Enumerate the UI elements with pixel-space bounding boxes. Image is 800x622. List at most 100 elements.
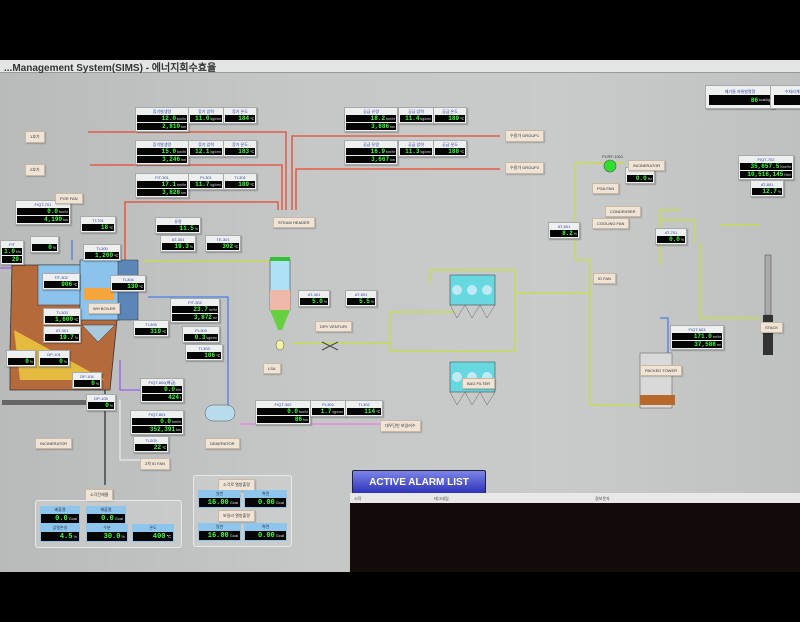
alarm-col-tagname[interactable]: 태그네임	[434, 496, 449, 501]
instrument-label: AT-701	[664, 230, 678, 235]
instrument-label: FIQT-702	[757, 157, 775, 162]
unit: ton	[63, 217, 68, 222]
alarm-col-start[interactable]: 시작	[354, 496, 362, 501]
instrument-label: 유량	[174, 219, 182, 224]
unit: kg/cm²	[206, 335, 218, 340]
unit: ton	[390, 157, 395, 162]
value-display: 0%	[88, 402, 114, 409]
instrument-label: AT-301	[171, 237, 185, 242]
value: 12.0	[161, 115, 177, 122]
value: 0.3	[194, 334, 206, 341]
instrument-label: PI-301	[200, 175, 212, 180]
value-display: 1,600℃	[45, 316, 79, 323]
unit: ton	[303, 417, 308, 422]
unit: t/hr	[175, 387, 181, 392]
instrument-readout-17[interactable]: 0%	[30, 236, 59, 253]
unit: ℃	[166, 534, 172, 539]
value-display: 22℃	[135, 444, 167, 451]
value: 3,886	[371, 123, 390, 130]
active-alarm-list-button[interactable]: ACTIVE ALARM LIST	[352, 470, 486, 494]
unit: m³	[212, 315, 217, 320]
value: 0.00	[257, 498, 275, 507]
steam-line-3	[124, 201, 279, 265]
value: 130	[127, 283, 139, 290]
value-display: 189℃	[225, 181, 255, 188]
value: 29	[11, 256, 20, 263]
unit: m³/hr	[712, 334, 721, 339]
unit: kg/cm²	[420, 116, 432, 121]
alarm-list[interactable]	[350, 503, 800, 572]
instrument-label: 공급 유량	[363, 109, 379, 114]
value: 171.0	[693, 333, 712, 340]
alarm-col-message[interactable]: 경보문자	[595, 496, 610, 501]
value: 16.00	[207, 498, 229, 507]
equipment-label-8: DRY VENTURI	[315, 321, 352, 332]
value: 189	[238, 181, 250, 188]
instrument-label: 공급 유량	[363, 142, 379, 147]
equipment-label-22: PCRF-1001	[602, 154, 624, 159]
value: 906	[61, 281, 73, 288]
instrument-label: 증기 압력	[198, 142, 214, 147]
equipment-label-4: 수용가 GROUP1	[505, 130, 545, 142]
unit: kg/cm²	[210, 116, 222, 121]
unit: %	[189, 244, 193, 249]
instrument-label: 증기 압력	[198, 109, 214, 114]
instrument-label: 증기발생량	[152, 142, 172, 147]
instrument-readout-24[interactable]: 0%	[6, 350, 36, 367]
